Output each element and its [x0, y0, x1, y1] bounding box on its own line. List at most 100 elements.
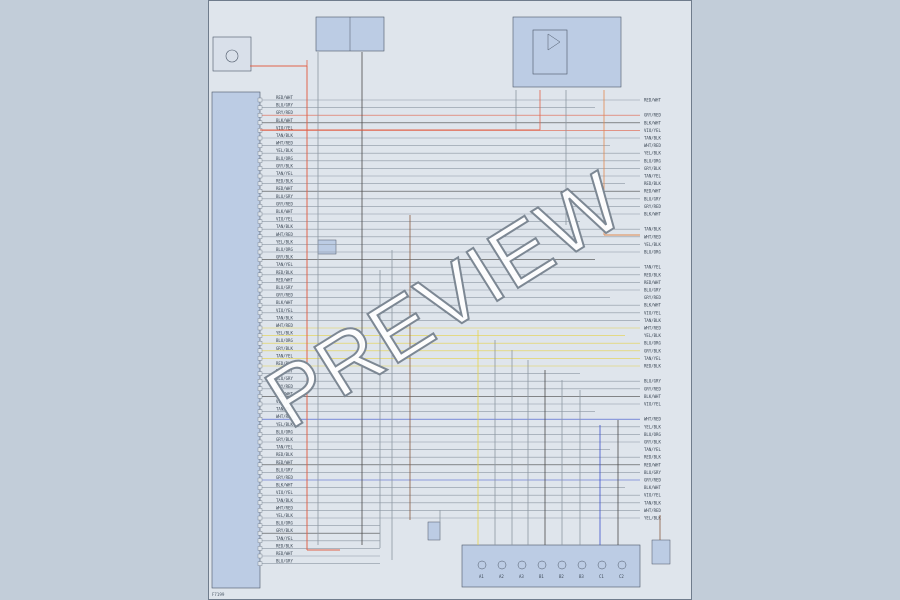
wire-end-label: BLK/WHT — [644, 485, 661, 490]
wire-color-label: RED/BLK — [276, 270, 293, 275]
connector-pin-symbol — [577, 560, 587, 570]
wire-end-label: YEL/BLK — [644, 516, 661, 521]
module-pin — [257, 227, 263, 232]
sensor-symbol — [225, 49, 239, 63]
module-pin — [257, 470, 263, 475]
wire-color-label: GRY/RED — [276, 384, 293, 389]
wire-end-label: GRY/BLK — [644, 348, 661, 353]
module-pin — [257, 531, 263, 536]
wire-color-label: TAN/YEL — [276, 353, 293, 358]
module-pin — [257, 523, 263, 528]
wire-color-label: YEL/BLK — [276, 331, 293, 336]
wire-end-label: RED/BLK — [644, 364, 661, 369]
wire-end-label: RED/WHT — [644, 189, 661, 194]
wire-color-label: GRY/RED — [276, 293, 293, 298]
figure-id: F7199 — [212, 592, 225, 597]
module-pin — [257, 113, 263, 118]
wire-end-label: BLU/GRY — [644, 196, 661, 201]
wire-end-label: VIO/YEL — [644, 493, 661, 498]
wire-end-label: YEL/BLK — [644, 151, 661, 156]
wire-color-label: TAN/BLK — [276, 498, 293, 503]
wire-end-label: RED/BLK — [644, 181, 661, 186]
wire-end-label: RED/BLK — [644, 272, 661, 277]
control-module — [211, 91, 261, 589]
module-pin — [257, 386, 263, 391]
module-pin — [257, 135, 263, 141]
connector-pin-label: A3 — [519, 574, 524, 579]
module-pin — [257, 409, 263, 414]
wire-end-label: BLU/ORG — [644, 432, 661, 437]
module-pin — [257, 219, 263, 224]
wire-end-label: TAN/YEL — [644, 265, 661, 270]
wire-color-label: YEL/BLK — [276, 513, 293, 518]
module-pin — [257, 553, 263, 559]
wire-color-label: TAN/YEL — [276, 262, 293, 267]
wire-end-label: GRY/BLK — [644, 166, 661, 171]
module-pin — [257, 333, 263, 338]
module-pin — [257, 325, 263, 331]
wire-color-label: GRY/BLK — [276, 437, 293, 442]
wire-color-label: RED/BLK — [276, 361, 293, 366]
wire-color-label: GRY/BLK — [276, 528, 293, 533]
connector-pin-label: A1 — [479, 574, 484, 579]
wire-end-label: WHT/RED — [644, 234, 661, 239]
module-pin — [257, 508, 263, 513]
wire-color-label: RED/WHT — [276, 551, 293, 556]
module-pin — [257, 204, 263, 209]
module-pin — [257, 379, 263, 384]
ground-component — [427, 521, 441, 541]
module-pin — [257, 265, 263, 270]
wire-color-label: YEL/BLK — [276, 148, 293, 153]
module-pin — [257, 348, 263, 353]
wire-color-label: BLK/WHT — [276, 391, 293, 396]
wire-end-label: TAN/YEL — [644, 356, 661, 361]
module-pin — [257, 120, 263, 125]
module-pin — [257, 493, 263, 498]
wire-color-label: GRY/BLK — [276, 163, 293, 168]
module-pin — [257, 515, 263, 521]
wire-end-label: RED/BLK — [644, 455, 661, 460]
module-pin — [257, 143, 263, 148]
module-pin — [257, 234, 263, 239]
wire-color-label: YEL/BLK — [276, 239, 293, 244]
wire-color-label: RED/WHT — [276, 95, 293, 100]
connector-pin-label: C1 — [599, 574, 604, 579]
wire-color-label: RED/BLK — [276, 179, 293, 184]
module-pin — [257, 257, 263, 262]
wire-end-label: YEL/BLK — [644, 424, 661, 429]
module-pin — [257, 310, 263, 315]
connector-pin-symbol — [557, 560, 567, 570]
module-pin — [257, 462, 263, 467]
wire-end-label: BLU/GRY — [644, 470, 661, 475]
module-pin — [257, 341, 263, 346]
module-pin — [257, 303, 263, 308]
wire-color-label: TAN/BLK — [276, 224, 293, 229]
wire-color-label: WHT/RED — [276, 232, 293, 237]
right-component — [651, 539, 671, 565]
wire-end-label: WHT/RED — [644, 417, 661, 422]
module-pin — [257, 356, 263, 361]
wire-color-label: BLU/GRY — [276, 467, 293, 472]
sensor-connector-block — [461, 544, 641, 588]
module-pin — [257, 173, 263, 179]
wire-color-label: WHT/RED — [276, 505, 293, 510]
wire-color-label: TAN/BLK — [276, 315, 293, 320]
wire-color-label: BLU/GRY — [276, 103, 293, 108]
wire-color-label: GRY/RED — [276, 475, 293, 480]
module-pin — [257, 295, 263, 300]
connector-pin-label: B1 — [539, 574, 544, 579]
wire-color-label: BLU/GRY — [276, 194, 293, 199]
connector-pin-label: C2 — [619, 574, 624, 579]
module-pin — [257, 432, 263, 437]
wire-end-label: BLK/WHT — [644, 120, 661, 125]
wire-color-label: BLU/GRY — [276, 559, 293, 564]
connector-pin-label: B3 — [579, 574, 584, 579]
wire-color-label: BLU/GRY — [276, 285, 293, 290]
module-pin — [257, 485, 263, 490]
sensor-box — [212, 36, 252, 72]
module-pin — [257, 394, 263, 399]
wire-color-label: VIO/YEL — [276, 217, 293, 222]
module-pin — [257, 561, 263, 566]
wire-end-label: VIO/YEL — [644, 310, 661, 315]
module-pin — [257, 455, 263, 460]
